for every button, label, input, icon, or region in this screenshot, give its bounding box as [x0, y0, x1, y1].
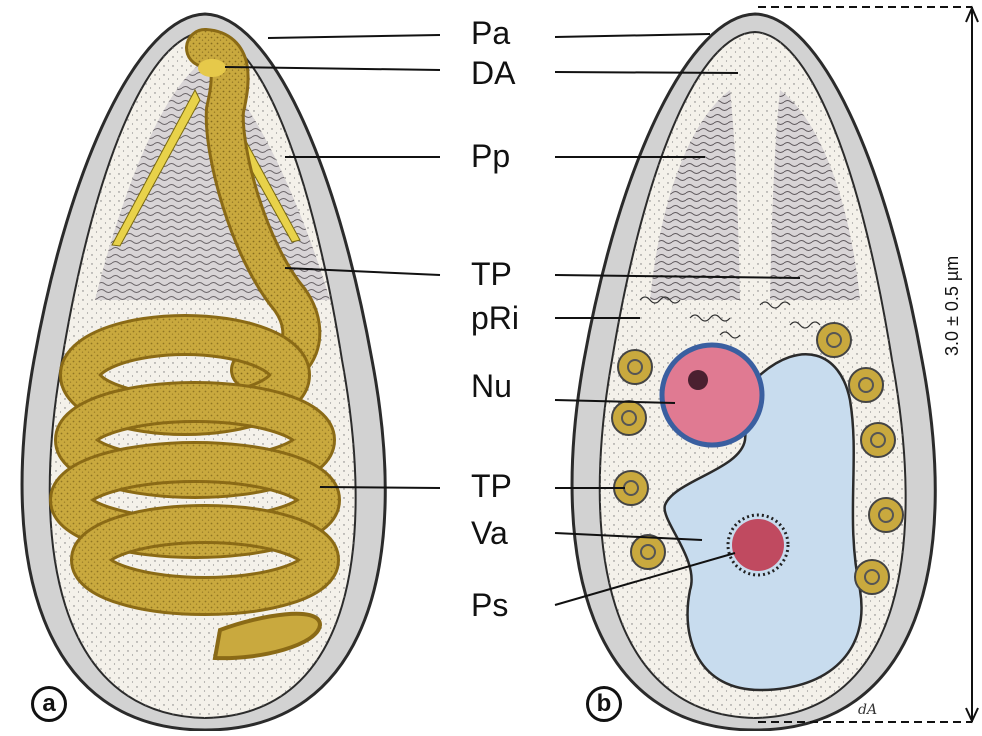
label-tp-lower: TP [471, 470, 512, 502]
spore-b [550, 0, 970, 731]
nucleus-b [662, 345, 762, 445]
anchoring-disc-a [198, 59, 226, 77]
label-ps: Ps [471, 589, 508, 621]
artist-signature: dA [858, 702, 877, 718]
posterosome-b [732, 519, 784, 571]
panel-label-a: a [31, 686, 67, 722]
scale-bar-label: 3.0 ± 0.5 µm [942, 252, 963, 360]
label-nu: Nu [471, 370, 512, 402]
label-da: DA [471, 57, 515, 89]
panel-label-b: b [586, 686, 622, 722]
label-va: Va [471, 517, 508, 549]
spore-a [0, 0, 410, 731]
label-pp: Pp [471, 140, 510, 172]
label-pa: Pa [471, 17, 510, 49]
label-pri: pRi [471, 302, 519, 334]
label-tp-upper: TP [471, 258, 512, 290]
